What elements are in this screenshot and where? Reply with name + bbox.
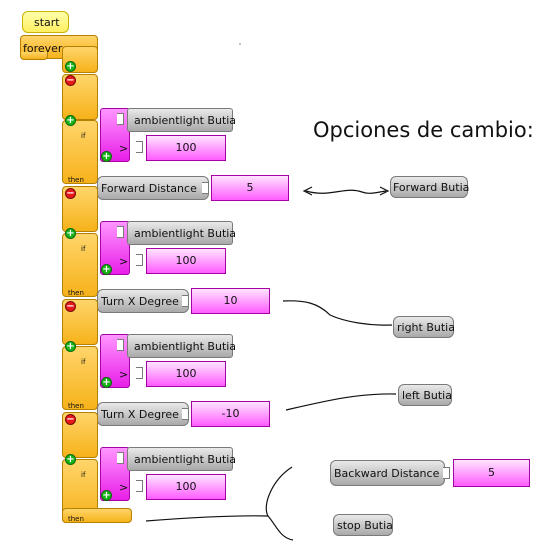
plus-circle-icon[interactable]: + xyxy=(101,377,112,388)
if-label: if xyxy=(81,358,86,366)
if-block-2-body[interactable] xyxy=(62,233,98,297)
degree-number[interactable]: 10 xyxy=(191,288,270,314)
stray-dot xyxy=(239,43,241,45)
if-block-1-body[interactable] xyxy=(62,120,98,184)
arrowhead-right xyxy=(379,186,390,196)
plus-circle-icon[interactable]: + xyxy=(101,264,112,275)
left-connector-line xyxy=(285,393,397,411)
if-label: if xyxy=(81,245,86,253)
socket-connector xyxy=(117,452,124,464)
plus-circle-icon[interactable]: + xyxy=(65,61,76,72)
ambientlight-sensor-block[interactable]: ambientlight Butia xyxy=(127,334,237,358)
socket-connector xyxy=(136,141,143,153)
plus-circle-icon[interactable]: + xyxy=(65,454,76,465)
sensor-label: ambientlight Butia xyxy=(134,453,237,466)
minus-circle-icon[interactable]: − xyxy=(65,75,76,86)
forward-distance-block[interactable]: Forward Distance xyxy=(97,176,209,200)
greater-than-label: > xyxy=(119,368,129,381)
forward-butia-label: Forward Butia xyxy=(393,181,470,194)
ambientlight-sensor-block[interactable]: ambientlight Butia xyxy=(127,221,237,245)
socket-connector xyxy=(443,467,450,479)
threshold-number[interactable]: 100 xyxy=(146,361,226,387)
left-butia-block[interactable]: left Butia xyxy=(398,384,452,406)
socket-connector xyxy=(182,408,189,420)
socket-connector xyxy=(117,113,124,125)
backward-distance-number[interactable]: 5 xyxy=(453,459,530,487)
distance-number[interactable]: 5 xyxy=(211,175,289,201)
right-butia-block[interactable]: right Butia xyxy=(393,316,455,338)
if-label: if xyxy=(81,132,86,140)
plus-circle-icon[interactable]: + xyxy=(65,341,76,352)
sensor-label: ambientlight Butia xyxy=(134,340,237,353)
action-label: Turn X Degree xyxy=(101,408,179,421)
if-block-3-body[interactable] xyxy=(62,346,98,410)
action-label: Forward Distance xyxy=(101,182,197,195)
threshold-number[interactable]: 100 xyxy=(146,248,226,274)
then-label: then xyxy=(68,176,84,184)
then-label: then xyxy=(68,515,84,523)
backward-distance-label: Backward Distance xyxy=(334,467,440,480)
socket-connector xyxy=(136,480,143,492)
greater-than-label: > xyxy=(119,255,129,268)
start-label: start xyxy=(34,16,60,29)
sensor-label: ambientlight Butia xyxy=(134,227,237,240)
then-label: then xyxy=(68,402,84,410)
greater-than-label: > xyxy=(119,142,129,155)
ambientlight-sensor-block[interactable]: ambientlight Butia xyxy=(127,447,237,471)
right-butia-label: right Butia xyxy=(397,321,455,334)
plus-circle-icon[interactable]: + xyxy=(101,490,112,501)
plus-circle-icon[interactable]: + xyxy=(65,228,76,239)
start-block[interactable]: start xyxy=(22,11,69,33)
minus-circle-icon[interactable]: − xyxy=(65,188,76,199)
socket-connector xyxy=(136,367,143,379)
socket-connector xyxy=(117,226,124,238)
socket-connector xyxy=(117,339,124,351)
minus-circle-icon[interactable]: − xyxy=(65,414,76,425)
socket-connector xyxy=(202,182,209,194)
plus-circle-icon[interactable]: + xyxy=(65,115,76,126)
greater-than-label: > xyxy=(119,481,129,494)
forever-label: forever xyxy=(23,42,63,55)
greater-than-block[interactable]: > xyxy=(100,447,130,501)
stop-butia-label: stop Butia xyxy=(337,519,393,532)
if-block-3-top[interactable] xyxy=(62,299,98,345)
threshold-number[interactable]: 100 xyxy=(146,474,226,500)
action-label: Turn X Degree xyxy=(101,295,179,308)
if-label: if xyxy=(81,471,86,479)
double-arrow-line xyxy=(305,189,387,194)
plus-circle-icon[interactable]: + xyxy=(101,151,112,162)
socket-connector xyxy=(182,295,189,307)
backward-distance-block[interactable]: Backward Distance xyxy=(330,460,445,486)
forward-butia-block[interactable]: Forward Butia xyxy=(390,176,470,198)
then-label: then xyxy=(68,289,84,297)
bracket-stroke xyxy=(145,466,294,541)
left-butia-label: left Butia xyxy=(402,389,452,402)
stop-butia-block[interactable]: stop Butia xyxy=(333,514,393,536)
arrowhead-left xyxy=(302,186,313,196)
turn-x-degree-block[interactable]: Turn X Degree xyxy=(97,289,189,313)
socket-connector xyxy=(136,254,143,266)
threshold-number[interactable]: 100 xyxy=(146,135,226,161)
sensor-label: ambientlight Butia xyxy=(134,114,237,127)
forever-foot xyxy=(20,52,48,60)
degree-number[interactable]: -10 xyxy=(191,401,270,427)
right-connector-line xyxy=(282,300,393,326)
ambientlight-sensor-block[interactable]: ambientlight Butia xyxy=(127,108,237,132)
options-heading: Opciones de cambio: xyxy=(313,118,534,142)
if-block-4-foot xyxy=(62,508,132,523)
minus-circle-icon[interactable]: − xyxy=(65,301,76,312)
